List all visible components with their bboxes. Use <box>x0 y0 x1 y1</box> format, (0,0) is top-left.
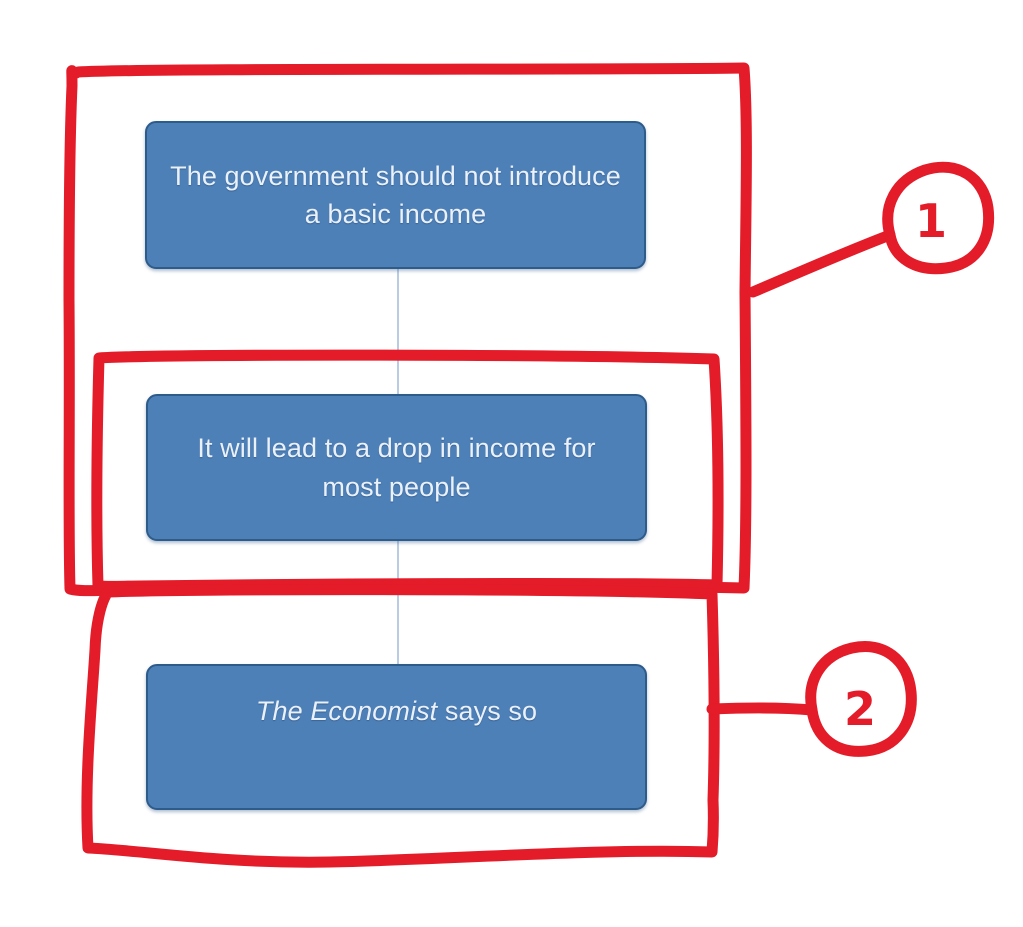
argument-node-evidence-label: The Economist says so <box>238 666 555 730</box>
argument-node-evidence[interactable]: The Economist says so <box>146 664 647 810</box>
connector-claim-to-reason <box>397 268 399 396</box>
argument-node-claim-label: The government should not introduce a ba… <box>170 160 621 229</box>
argument-node-claim[interactable]: The government should not introduce a ba… <box>145 121 646 269</box>
argument-node-evidence-suffix: says so <box>444 696 538 726</box>
annotation-number-2: 2 <box>843 682 876 736</box>
argument-node-evidence-predicate <box>437 696 445 726</box>
argument-node-evidence-source: The Economist <box>255 696 438 726</box>
connector-reason-to-evidence <box>397 540 399 666</box>
argument-node-reason-label: It will lead to a drop in income for mos… <box>197 433 596 502</box>
annotation-number-1: 1 <box>914 194 947 248</box>
argument-node-reason[interactable]: It will lead to a drop in income for mos… <box>146 394 647 541</box>
